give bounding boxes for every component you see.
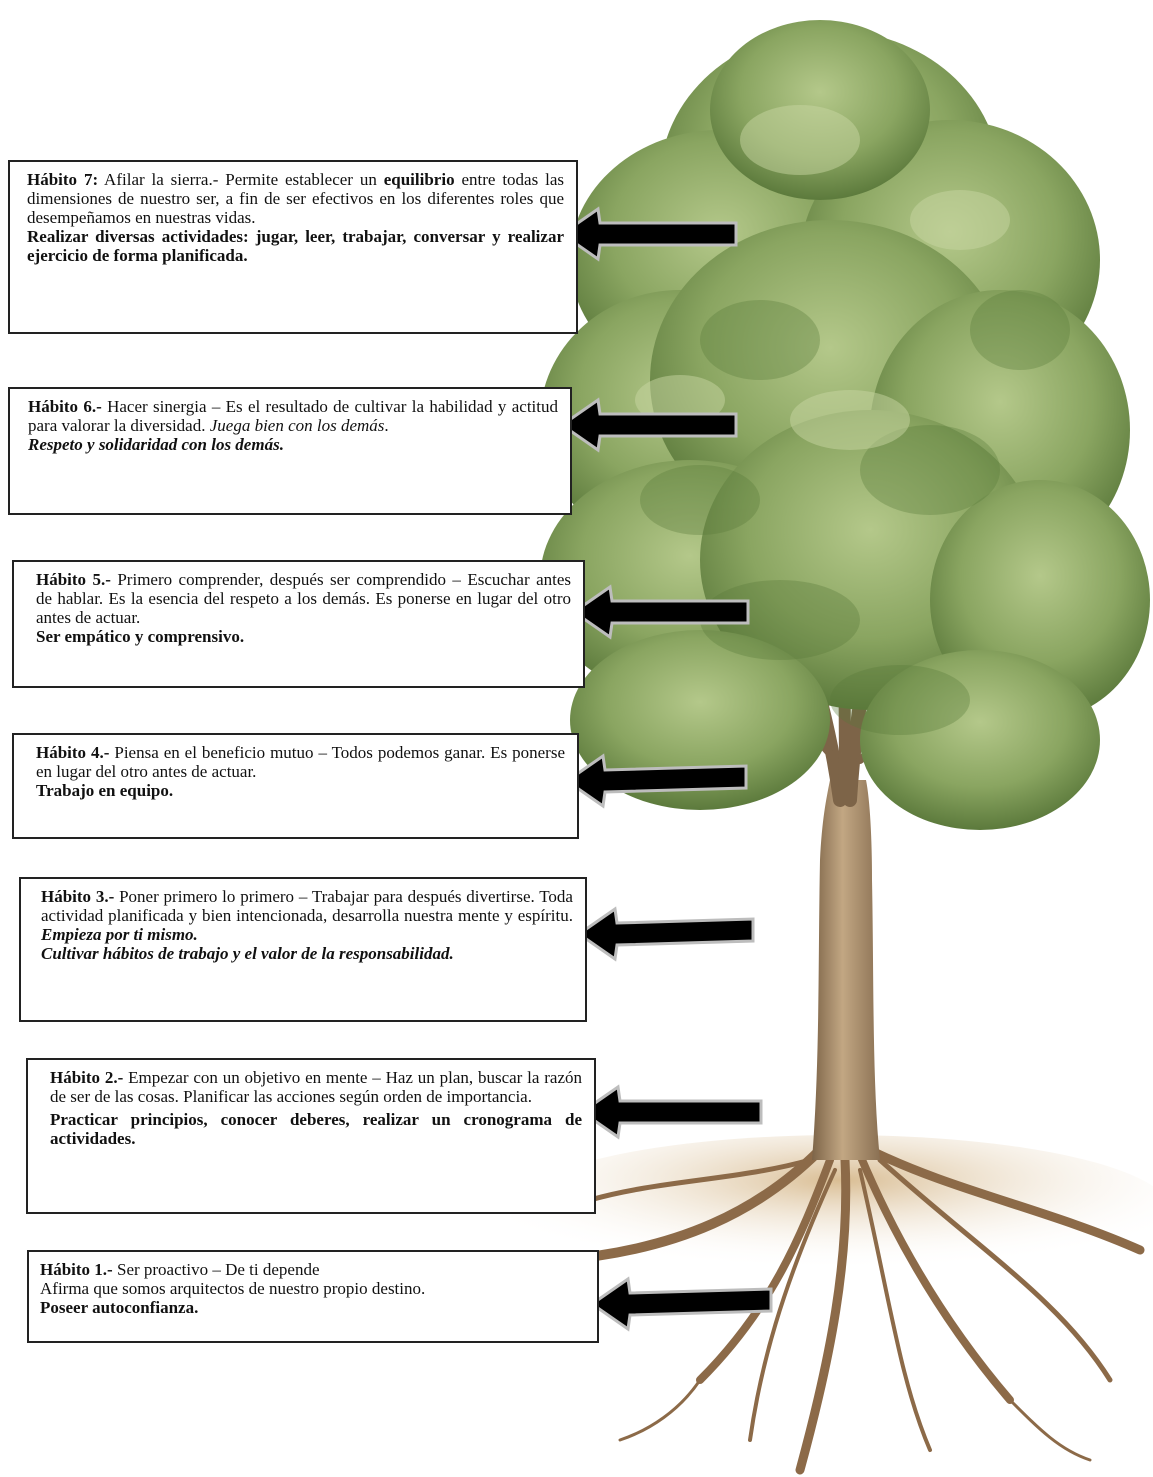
habit-4-action: Trabajo en equipo. [36, 781, 565, 800]
habit-3-title: Hábito 3.- [41, 887, 114, 906]
habit-5-title: Hábito 5.- [36, 570, 111, 589]
habit-1-box: Hábito 1.- Ser proactivo – De ti depende… [27, 1250, 599, 1343]
arrow-habit-7 [560, 205, 740, 263]
habit-5-description: Hábito 5.- Primero comprender, después s… [36, 570, 571, 627]
arrow-habit-1 [590, 1275, 775, 1333]
habit-4-description: Hábito 4.- Piensa en el beneficio mutuo … [36, 743, 565, 781]
habit-2-description: Hábito 2.- Empezar con un objetivo en me… [50, 1068, 582, 1106]
habit-1-statement: Afirma que somos arquitectos de nuestro … [40, 1279, 585, 1298]
habit-7-box: Hábito 7: Afilar la sierra.- Permite est… [8, 160, 578, 334]
habit-6-title: Hábito 6.- [28, 397, 102, 416]
habit-7-action: Realizar diversas actividades: jugar, le… [27, 227, 564, 265]
habit-6-box: Hábito 6.- Hacer sinergia – Es el result… [8, 387, 572, 515]
habit-3-box: Hábito 3.- Poner primero lo primero – Tr… [19, 877, 587, 1022]
arrow-habit-6 [560, 396, 740, 454]
habit-6-action: Respeto y solidaridad con los demás. [28, 435, 558, 454]
habit-5-box: Hábito 5.- Primero comprender, después s… [12, 560, 585, 688]
habit-3-action: Cultivar hábitos de trabajo y el valor d… [41, 944, 573, 963]
habit-4-title: Hábito 4.- [36, 743, 109, 762]
habit-1-description: Hábito 1.- Ser proactivo – De ti depende [40, 1260, 585, 1279]
habit-2-action: Practicar principios, conocer deberes, r… [50, 1110, 582, 1148]
habit-6-description: Hábito 6.- Hacer sinergia – Es el result… [28, 397, 558, 435]
habit-2-box: Hábito 2.- Empezar con un objetivo en me… [26, 1058, 596, 1214]
habit-1-action: Poseer autoconfianza. [40, 1298, 585, 1317]
arrow-habit-5 [572, 583, 752, 641]
habit-7-description: Hábito 7: Afilar la sierra.- Permite est… [27, 170, 564, 227]
habit-5-action: Ser empático y comprensivo. [36, 627, 571, 646]
habit-1-title: Hábito 1.- [40, 1260, 113, 1279]
habit-7-title: Hábito 7: [27, 170, 98, 189]
arrow-habit-4 [565, 752, 750, 810]
arrow-habit-2 [580, 1083, 765, 1141]
habit-4-box: Hábito 4.- Piensa en el beneficio mutuo … [12, 733, 579, 839]
arrow-habit-3 [577, 905, 757, 963]
habit-3-description: Hábito 3.- Poner primero lo primero – Tr… [41, 887, 573, 944]
tree-trunk [812, 780, 880, 1160]
habit-2-title: Hábito 2.- [50, 1068, 123, 1087]
